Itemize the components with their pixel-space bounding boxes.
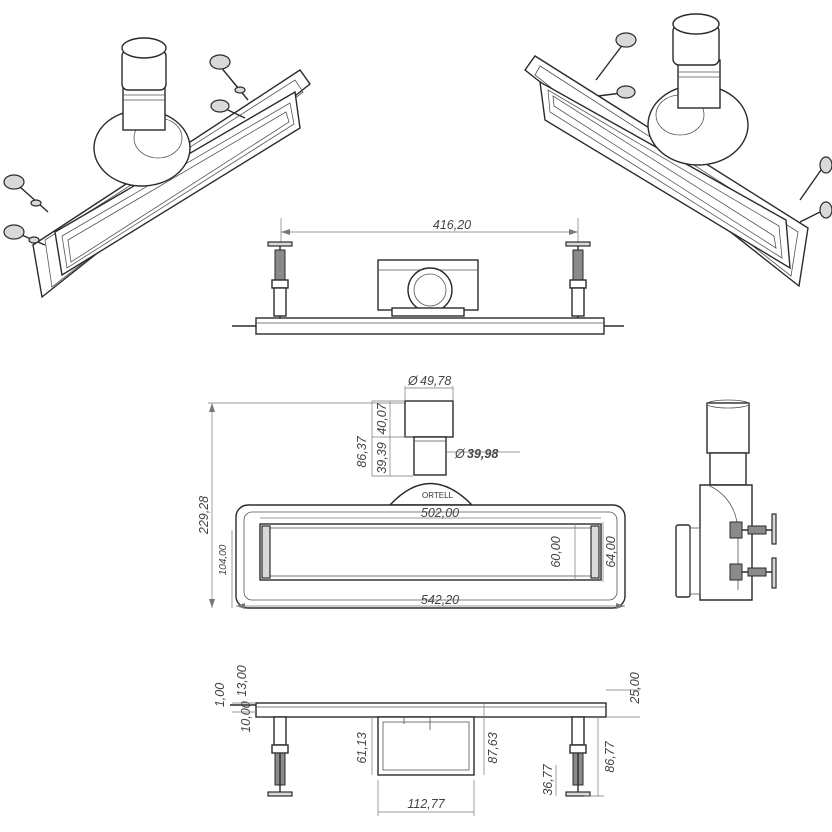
dim-body-width: 112,77	[407, 797, 445, 811]
isometric-view-left	[3, 37, 311, 299]
dim-outlet-height-upper: 40,07	[375, 402, 389, 434]
dim-foot-height: 36,77	[541, 763, 555, 795]
dim-side-height: 25,00	[628, 672, 642, 704]
dim-top-width: 416,20	[433, 218, 471, 232]
dim-inner-depth: 60,00	[549, 536, 563, 567]
adjusting-foot-icon	[209, 54, 249, 101]
dim-flange-thickness: 1,00	[213, 683, 227, 707]
adjusting-foot-icon	[799, 156, 832, 201]
adjusting-foot-icon	[595, 32, 637, 81]
front-view-bottom: 1,00 13,00 10,00 25,00 61,13 87	[213, 665, 642, 816]
front-view-top: 416,20	[232, 218, 624, 335]
dim-pipe-diameter: 49,78	[420, 374, 451, 388]
adjusting-foot-icon	[267, 241, 293, 318]
plan-view: 229,28 104,00 Ø 49,78 Ø 39,98 ORTELL 40,…	[197, 374, 626, 609]
outlet-diameter-symbol: Ø	[454, 447, 466, 461]
adjusting-foot-icon	[210, 99, 246, 119]
dim-body-height: 61,13	[355, 732, 369, 763]
dim-body-total: 87,63	[486, 732, 500, 763]
dim-flange-height: 13,00	[235, 665, 249, 696]
side-view	[675, 399, 777, 601]
logo-text: ORTELL	[422, 491, 454, 500]
dim-frame-depth: 104,00	[218, 544, 229, 575]
adjusting-foot-icon	[267, 716, 293, 797]
adjusting-foot-icon	[597, 85, 636, 99]
adjusting-foot-icon	[3, 224, 46, 246]
isometric-view-right	[524, 13, 832, 288]
dim-outlet-height-lower: 39,39	[375, 442, 389, 473]
dim-outlet-height-total: 86,37	[355, 435, 369, 467]
dim-step: 10,00	[239, 701, 253, 732]
adjusting-foot-icon	[742, 557, 777, 589]
dim-foot-total: 86,77	[603, 740, 617, 772]
adjusting-foot-icon	[565, 241, 591, 318]
dim-total-width: 542,20	[421, 593, 459, 607]
adjusting-foot-icon	[799, 201, 832, 223]
adjusting-foot-icon	[742, 513, 777, 545]
dim-outlet-diameter: 39,98	[467, 447, 498, 461]
pipe-diameter-symbol: Ø	[407, 374, 419, 388]
dim-outer-depth: 64,00	[604, 536, 618, 567]
adjusting-foot-icon	[565, 716, 591, 797]
adjusting-foot-icon	[3, 174, 49, 213]
dim-total-height: 229,28	[197, 496, 211, 535]
dim-grate-width: 502,00	[421, 506, 459, 520]
